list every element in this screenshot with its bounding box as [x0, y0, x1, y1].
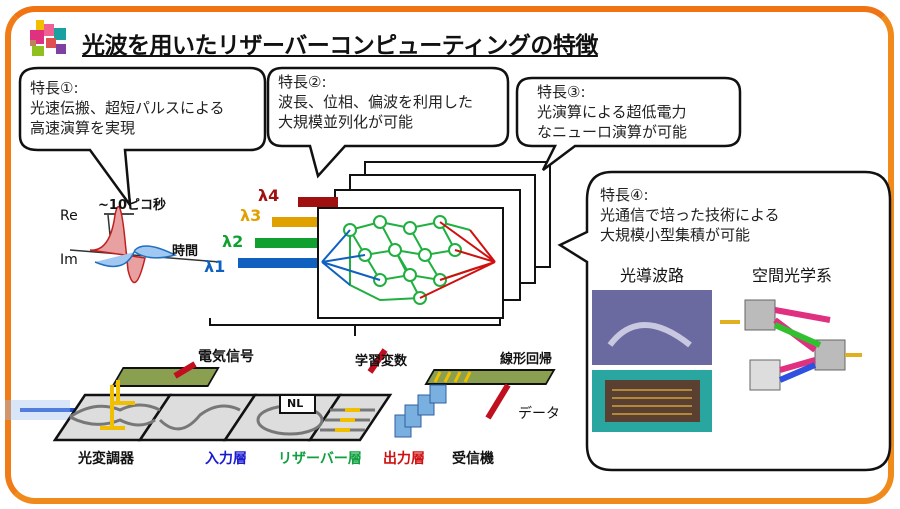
spatial-optics-label: 空間光学系 [752, 266, 833, 285]
linear-regression-label: 線形回帰 [500, 352, 553, 367]
feature-3: 特長③:光演算による超低電力なニューロ演算が可能 [537, 83, 688, 141]
waveguide-label: 光導波路 [620, 266, 685, 285]
lambda-4: λ4 [258, 186, 280, 205]
logo-icon [30, 20, 70, 56]
pulse-width-label: ~10ピコ秒 [98, 198, 166, 213]
re-label: Re [60, 208, 78, 224]
bubble-1 [18, 66, 267, 210]
feature-4: 特長④:光通信で培った技術による大規模小型集積が可能 [600, 186, 780, 244]
stage-input-layer: 入力層 [205, 451, 247, 467]
bubble-2 [266, 66, 510, 179]
stage-receiver: 受信機 [452, 451, 494, 467]
learning-variable-label: 学習変数 [355, 354, 408, 369]
im-label: Im [60, 252, 78, 268]
time-label: 時間 [172, 244, 199, 259]
bubble-3 [515, 76, 742, 171]
feature-1: 特長①:光速伝搬、超短パルスによる高速演算を実現 [30, 79, 225, 137]
stage-modulator: 光変調器 [78, 451, 134, 467]
electrical-signal-label: 電気信号 [198, 349, 254, 365]
stage-output-layer: 出力層 [383, 451, 425, 467]
nl-label: NL [287, 397, 304, 410]
lambda-2: λ2 [222, 232, 244, 251]
lambda-1: λ1 [204, 257, 226, 276]
feature-2: 特長②:波長、位相、偏波を利用した大規模並列化が可能 [278, 73, 474, 131]
data-label: データ [518, 406, 560, 422]
page-title: 光波を用いたリザーバーコンピューティングの特徴 [82, 33, 598, 59]
stage-reservoir-layer: リザーバー層 [278, 451, 362, 467]
lambda-3: λ3 [240, 206, 262, 225]
spatial-optics-image [720, 299, 862, 391]
